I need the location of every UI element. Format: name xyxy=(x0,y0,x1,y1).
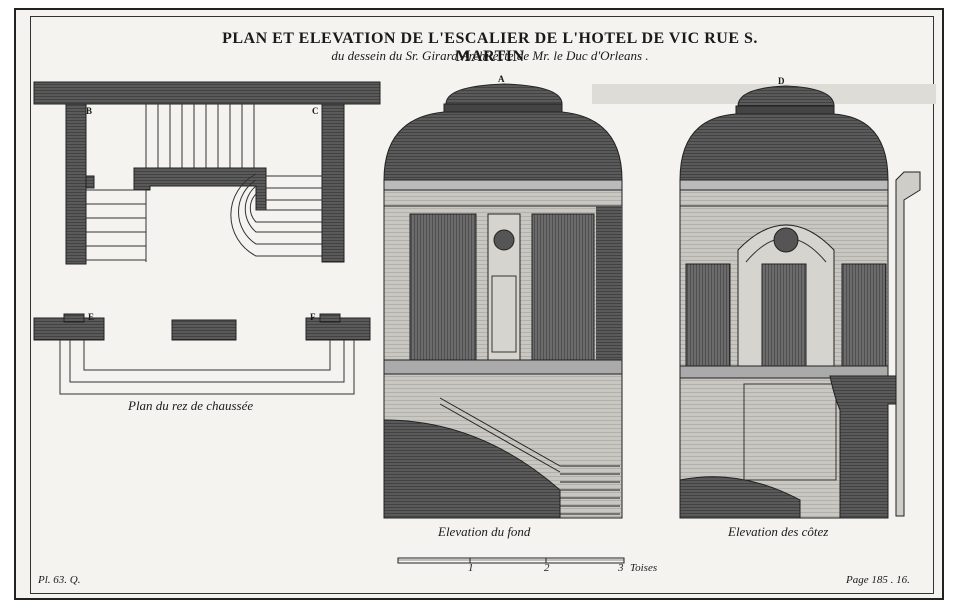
scale-unit: Toises xyxy=(630,562,658,574)
engraving-inner-frame xyxy=(30,16,934,594)
front-elevation xyxy=(383,83,623,519)
plan-letter-b: B xyxy=(86,106,93,116)
plate-title: PLAN ET ELEVATION DE L'ESCALIER DE L'HOT… xyxy=(222,30,758,65)
scale-label-3: 3 xyxy=(618,562,624,574)
front-elevation-letter: A xyxy=(498,74,505,84)
plan-letter-e: E xyxy=(88,312,95,322)
plan-letter-c: C xyxy=(312,106,319,116)
scale-label-2: 2 xyxy=(544,562,550,574)
side-elevation-caption: Elevation des côtez xyxy=(728,524,829,539)
side-elevation-letter: D xyxy=(778,76,785,86)
plan-caption: Plan du rez de chaussée xyxy=(128,398,254,413)
plate-subtitle: du dessein du Sr. Girard Architecte de M… xyxy=(331,48,649,63)
page-number: Page 185 . 16. xyxy=(846,574,910,586)
scale-label-1: 1 xyxy=(468,562,474,574)
side-elevation xyxy=(592,84,936,519)
front-elevation-caption: Elevation du fond xyxy=(438,524,531,539)
plate-number: Pl. 63. Q. xyxy=(38,574,81,586)
ground-floor-plan xyxy=(33,81,381,395)
plan-letter-f: F xyxy=(310,312,316,322)
scale-bar xyxy=(397,557,625,564)
